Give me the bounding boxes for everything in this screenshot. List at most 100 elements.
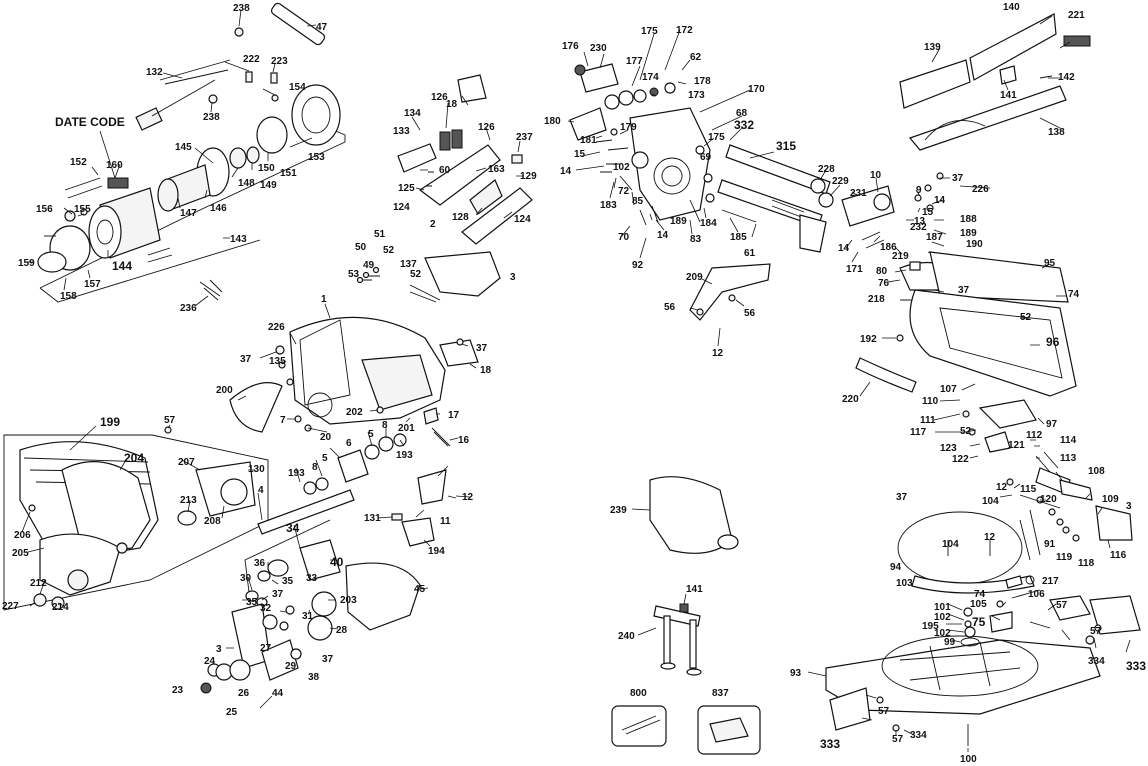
callout: 96 (1046, 335, 1060, 349)
callout: 52 (383, 245, 395, 256)
callout: 181 (580, 135, 597, 146)
callout: 144 (112, 259, 132, 273)
callout: 2 (430, 219, 436, 230)
callout: 183 (600, 200, 617, 211)
callout: 111 (920, 415, 936, 426)
callout: 214 (52, 602, 69, 613)
callout: 334 (1088, 656, 1105, 667)
callout: 6 (346, 438, 352, 449)
callout: 20 (320, 432, 332, 443)
lower-guard-assembly (3, 424, 269, 611)
callout: 91 (1044, 539, 1056, 550)
callout: 25 (226, 707, 238, 718)
callout: 151 (280, 168, 297, 179)
callout: 132 (146, 67, 163, 78)
callout: 126 (431, 92, 448, 103)
callout: 115 (1020, 484, 1037, 495)
callout: 212 (30, 578, 47, 589)
callout: 146 (210, 203, 227, 214)
callout: 131 (364, 513, 381, 524)
callout: 102 (613, 162, 630, 173)
callout: 103 (896, 578, 913, 589)
callout: 37 (272, 589, 284, 600)
rod-240 (653, 605, 701, 627)
callout: 13 (914, 216, 926, 227)
table-assembly (689, 251, 1133, 549)
bracket-194 (401, 517, 435, 547)
callout: 141 (686, 584, 703, 595)
callout: 37 (322, 654, 334, 665)
callout: 135 (269, 356, 286, 367)
callout: 171 (846, 264, 863, 275)
callout: 37 (240, 354, 252, 365)
callout: 76 (878, 278, 890, 289)
callout: 156 (36, 204, 53, 215)
callout: 228 (818, 164, 835, 175)
arm-assembly (567, 13, 1091, 263)
callout: 95 (1044, 258, 1056, 269)
base-assembly (611, 476, 1141, 755)
gear-40 (299, 539, 341, 581)
callout: 130 (248, 464, 265, 475)
callout: 837 (712, 688, 729, 699)
callout: 134 (404, 108, 421, 119)
callout: 190 (966, 239, 983, 250)
callout: 137 (400, 259, 417, 270)
callout: 17 (448, 410, 460, 421)
drive-belt (270, 2, 326, 46)
callout: 53 (348, 269, 360, 280)
callout: 56 (664, 302, 676, 313)
base-casting (825, 639, 1101, 715)
handle-half-right (461, 187, 533, 245)
callout: 154 (289, 82, 306, 93)
callout: 52 (1020, 312, 1032, 323)
callout: 124 (393, 202, 410, 213)
callout: 70 (618, 232, 630, 243)
callout: 49 (363, 260, 375, 271)
callout: 129 (520, 171, 537, 182)
callout: 186 (880, 242, 897, 253)
foot-57 (1049, 595, 1091, 621)
callout: 35 (246, 597, 258, 608)
callout: 239 (610, 505, 627, 516)
callout: 109 (1102, 494, 1119, 505)
callout: 238 (203, 112, 220, 123)
callout: 36 (254, 558, 266, 569)
handle-assembly (397, 74, 533, 245)
callout: 227 (2, 601, 19, 612)
callout: 68 (736, 108, 748, 119)
callout: 106 (1028, 589, 1045, 600)
callout: 333 (820, 737, 840, 751)
handle-half-left (418, 144, 501, 206)
callout: 12 (984, 532, 996, 543)
fence-140 (969, 13, 1057, 81)
callout: 122 (952, 454, 969, 465)
callout: 142 (1058, 72, 1075, 83)
accessory-box-800 (611, 705, 667, 747)
guard-insert (229, 382, 283, 433)
callout: 218 (868, 294, 885, 305)
callout: 57 (1090, 626, 1102, 637)
callout: 145 (175, 142, 192, 153)
callout: 57 (878, 706, 890, 717)
callout: 334 (910, 730, 927, 741)
callout: 16 (458, 435, 470, 446)
callout: 194 (428, 546, 445, 557)
callout: 149 (260, 180, 277, 191)
callout: 10 (870, 170, 882, 181)
callout: 206 (14, 530, 31, 541)
callout: 222 (243, 54, 260, 65)
date-code-tag (107, 177, 129, 189)
callout: 8 (382, 420, 388, 431)
callout: 221 (1068, 10, 1085, 21)
callout: 99 (944, 637, 956, 648)
callout: 14 (838, 243, 850, 254)
gasket-45 (345, 562, 421, 631)
gear-cover-44 (261, 639, 299, 681)
callout: 61 (744, 248, 756, 259)
callout: 202 (346, 407, 363, 418)
callout: 209 (686, 272, 703, 283)
guard-assembly (229, 251, 501, 447)
